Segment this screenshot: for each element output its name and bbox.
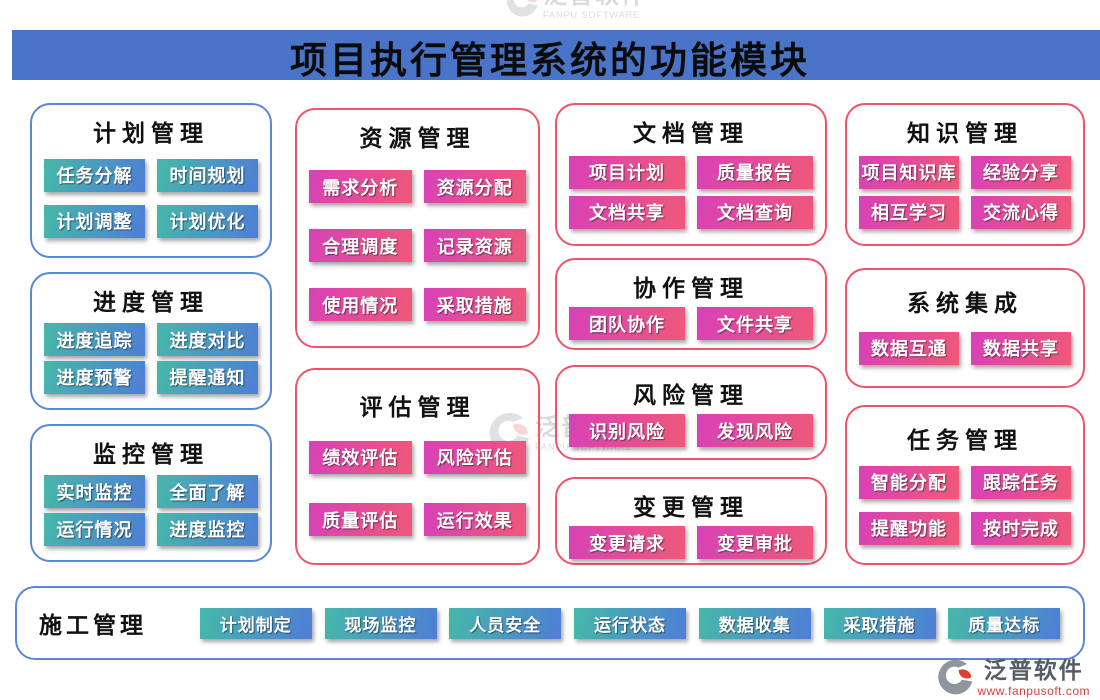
fanpu-logo: 泛普软件 www.fanpusoft.com (936, 659, 1090, 697)
feature-button[interactable]: 资源分配 (423, 170, 526, 203)
button-grid: 项目计划 质量报告 文档共享 文档查询 (557, 148, 825, 244)
module-title: 评估管理 (359, 395, 476, 420)
feature-button[interactable]: 识别风险 (569, 414, 685, 447)
module-resource-management: 资源管理 需求分析 资源分配 合理调度 记录资源 使用情况 采取措施 (295, 108, 540, 348)
feature-button[interactable]: 质量评估 (309, 503, 412, 537)
module-knowledge-management: 知识管理 项目知识库 经验分享 相互学习 交流心得 (845, 103, 1085, 246)
module-evaluation-management: 评估管理 绩效评估 风险评估 质量评估 运行效果 (295, 368, 540, 565)
module-title: 计划管理 (93, 121, 209, 146)
module-construction-management: 施工管理 计划制定 现场监控 人员安全 运行状态 数据收集 采取措施 质量达标 (15, 586, 1085, 660)
feature-button[interactable]: 发现风险 (697, 414, 813, 447)
feature-button[interactable]: 变更请求 (569, 526, 685, 559)
button-grid: 智能分配 跟踪任务 提醒功能 按时完成 (847, 455, 1083, 563)
button-grid: 需求分析 资源分配 合理调度 记录资源 使用情况 采取措施 (297, 153, 538, 346)
feature-button[interactable]: 采取措施 (823, 607, 936, 639)
module-title: 风险管理 (633, 383, 749, 408)
button-grid: 绩效评估 风险评估 质量评估 运行效果 (297, 422, 538, 563)
feature-button[interactable]: 风险评估 (423, 440, 526, 474)
footer-brand: 泛普软件 (983, 657, 1084, 683)
feature-button[interactable]: 记录资源 (423, 229, 526, 262)
feature-button[interactable]: 进度监控 (157, 512, 258, 546)
watermark-brand: 泛普软件 (543, 0, 647, 8)
button-grid: 识别风险 发现风险 (557, 410, 825, 459)
feature-button[interactable]: 合理调度 (309, 229, 412, 262)
module-title: 施工管理 (39, 613, 147, 638)
feature-button[interactable]: 质量达标 (948, 607, 1061, 639)
feature-button[interactable]: 运行效果 (423, 503, 526, 537)
module-change-management: 变更管理 变更请求 变更审批 (555, 477, 827, 565)
module-progress-management: 进度管理 进度追踪 进度对比 进度预警 提醒通知 (30, 272, 272, 410)
fanpu-swoosh-icon (507, 0, 538, 17)
feature-button[interactable]: 任务分解 (44, 158, 145, 192)
feature-button[interactable]: 项目计划 (569, 155, 685, 189)
button-grid: 团队协作 文件共享 (557, 303, 825, 352)
feature-button[interactable]: 绩效评估 (309, 440, 412, 474)
feature-button[interactable]: 提醒通知 (157, 360, 258, 394)
button-grid: 任务分解 时间规划 计划调整 计划优化 (32, 148, 270, 256)
feature-button[interactable]: 经验分享 (971, 155, 1071, 189)
button-grid: 实时监控 全面了解 运行情况 进度监控 (32, 469, 270, 560)
feature-button[interactable]: 变更审批 (697, 526, 813, 559)
module-system-integration: 系统集成 数据互通 数据共享 (845, 268, 1085, 388)
feature-button[interactable]: 使用情况 (309, 288, 412, 321)
module-title: 资源管理 (359, 126, 476, 151)
feature-button[interactable]: 运行情况 (44, 512, 145, 546)
feature-button[interactable]: 相互学习 (859, 195, 959, 229)
feature-button[interactable]: 跟踪任务 (971, 465, 1071, 499)
feature-button[interactable]: 采取措施 (423, 288, 526, 321)
title-bar (12, 30, 1100, 80)
module-title: 变更管理 (633, 495, 749, 520)
button-grid: 变更请求 变更审批 (557, 522, 825, 571)
feature-button[interactable]: 交流心得 (971, 195, 1071, 229)
button-grid: 进度追踪 进度对比 进度预警 提醒通知 (32, 317, 270, 408)
feature-button[interactable]: 需求分析 (309, 170, 412, 203)
feature-button[interactable]: 团队协作 (569, 307, 685, 340)
module-monitoring-management: 监控管理 实时监控 全面了解 运行情况 进度监控 (30, 424, 272, 562)
fanpu-watermark: 泛普软件 FANPU SOFTWARE (505, 0, 647, 20)
module-risk-management: 风险管理 识别风险 发现风险 (555, 365, 827, 460)
feature-button[interactable]: 进度预警 (44, 360, 145, 394)
feature-button[interactable]: 进度追踪 (44, 323, 145, 357)
module-plan-management: 计划管理 任务分解 时间规划 计划调整 计划优化 (30, 103, 272, 258)
module-title: 文档管理 (633, 121, 749, 146)
module-title: 系统集成 (907, 291, 1023, 316)
feature-button[interactable]: 数据共享 (971, 331, 1071, 365)
fanpu-swoosh-icon (938, 659, 973, 695)
button-grid: 数据互通 数据共享 (847, 318, 1083, 386)
feature-button[interactable]: 时间规划 (157, 158, 258, 192)
feature-button[interactable]: 现场监控 (324, 607, 437, 639)
button-row: 计划制定 现场监控 人员安全 运行状态 数据收集 采取措施 质量达标 (187, 607, 1073, 639)
feature-button[interactable]: 项目知识库 (859, 155, 959, 189)
footer-url: www.fanpusoft.com (977, 684, 1090, 698)
feature-button[interactable]: 文件共享 (697, 307, 813, 340)
feature-button[interactable]: 文档查询 (697, 195, 813, 229)
feature-button[interactable]: 计划优化 (157, 204, 258, 238)
feature-button[interactable]: 数据互通 (859, 331, 959, 365)
feature-button[interactable]: 实时监控 (44, 475, 145, 509)
feature-button[interactable]: 人员安全 (449, 607, 562, 639)
feature-button[interactable]: 按时完成 (971, 511, 1071, 545)
feature-button[interactable]: 文档共享 (569, 195, 685, 229)
feature-button[interactable]: 计划制定 (199, 607, 312, 639)
module-collaboration-management: 协作管理 团队协作 文件共享 (555, 258, 827, 350)
module-title: 知识管理 (907, 121, 1023, 146)
feature-button[interactable]: 运行状态 (574, 607, 686, 639)
feature-button[interactable]: 提醒功能 (859, 511, 959, 545)
feature-button[interactable]: 智能分配 (859, 465, 959, 499)
feature-button[interactable]: 质量报告 (697, 155, 813, 189)
watermark-subtext: FANPU SOFTWARE (543, 10, 641, 20)
module-document-management: 文档管理 项目计划 质量报告 文档共享 文档查询 (555, 103, 827, 246)
feature-button[interactable]: 进度对比 (157, 323, 258, 357)
feature-button[interactable]: 数据收集 (698, 607, 811, 639)
button-grid: 项目知识库 经验分享 相互学习 交流心得 (847, 148, 1083, 244)
module-title: 监控管理 (93, 442, 209, 467)
page-title: 项目执行管理系统的功能模块 (290, 41, 810, 82)
feature-button[interactable]: 计划调整 (44, 204, 145, 238)
module-title: 协作管理 (633, 276, 749, 301)
module-title: 进度管理 (93, 290, 209, 315)
module-task-management: 任务管理 智能分配 跟踪任务 提醒功能 按时完成 (845, 405, 1085, 565)
watermark-subtext: FANPU SOFTWARE (535, 442, 633, 452)
feature-button[interactable]: 全面了解 (157, 475, 258, 509)
module-title: 任务管理 (907, 428, 1023, 453)
